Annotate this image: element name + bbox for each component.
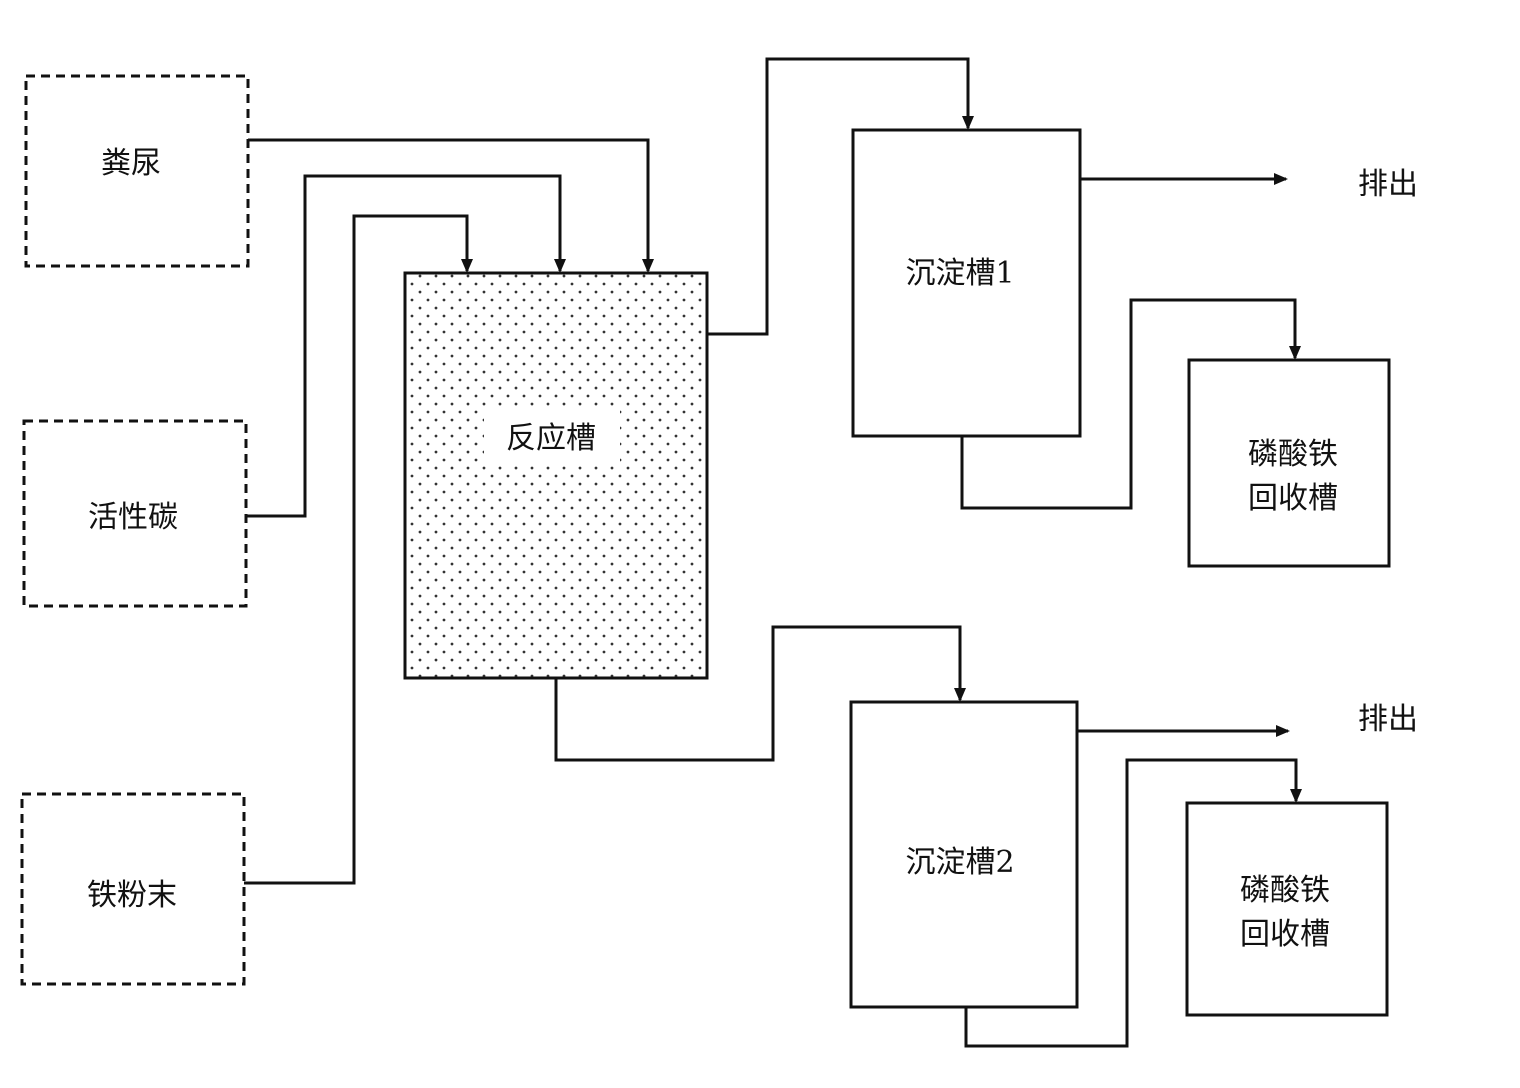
iron-powder-label: 铁粉末 — [87, 878, 177, 913]
flow-settling-1-to-recovery-1 — [960, 298, 1301, 510]
settling-tank-2-label: 沉淀槽2 — [905, 845, 1014, 880]
recovery-tank-2-box — [1185, 801, 1389, 1017]
reaction-tank-label: 反应槽 — [506, 421, 596, 456]
recovery-tank-2-label-line2: 回收槽 — [1240, 917, 1330, 952]
flow-reactor-to-settling-1 — [707, 57, 974, 336]
recovery-tank-1-label-line1: 磷酸铁 — [1248, 437, 1338, 472]
recovery-tank-2-label-line1: 磷酸铁 — [1240, 873, 1330, 908]
activated-carbon-box — [22, 419, 248, 608]
reaction-tank-box — [403, 271, 709, 680]
feces-box — [24, 74, 250, 268]
discharge-2-label: 排出 — [1358, 702, 1418, 737]
reaction-tank-label-bg — [484, 408, 620, 466]
discharge-1-label: 排出 — [1358, 167, 1418, 202]
feces-label: 粪尿 — [101, 146, 161, 181]
flow-settling-2-to-recovery-2 — [964, 758, 1302, 1048]
flow-iron-to-reactor — [244, 214, 473, 885]
recovery-tank-1-box — [1187, 358, 1391, 568]
flow-reactor-to-settling-2 — [554, 625, 966, 762]
flow-carbon-to-reactor — [246, 174, 566, 518]
settling-tank-2-box — [849, 700, 1079, 1009]
recovery-tank-1-label-line2: 回收槽 — [1248, 481, 1338, 516]
flow-feces-to-reactor — [248, 138, 654, 273]
activated-carbon-label: 活性碳 — [88, 500, 178, 535]
settling-tank-1-label: 沉淀槽1 — [905, 256, 1014, 291]
settling-tank-1-box — [851, 128, 1082, 438]
iron-powder-box — [20, 792, 246, 986]
